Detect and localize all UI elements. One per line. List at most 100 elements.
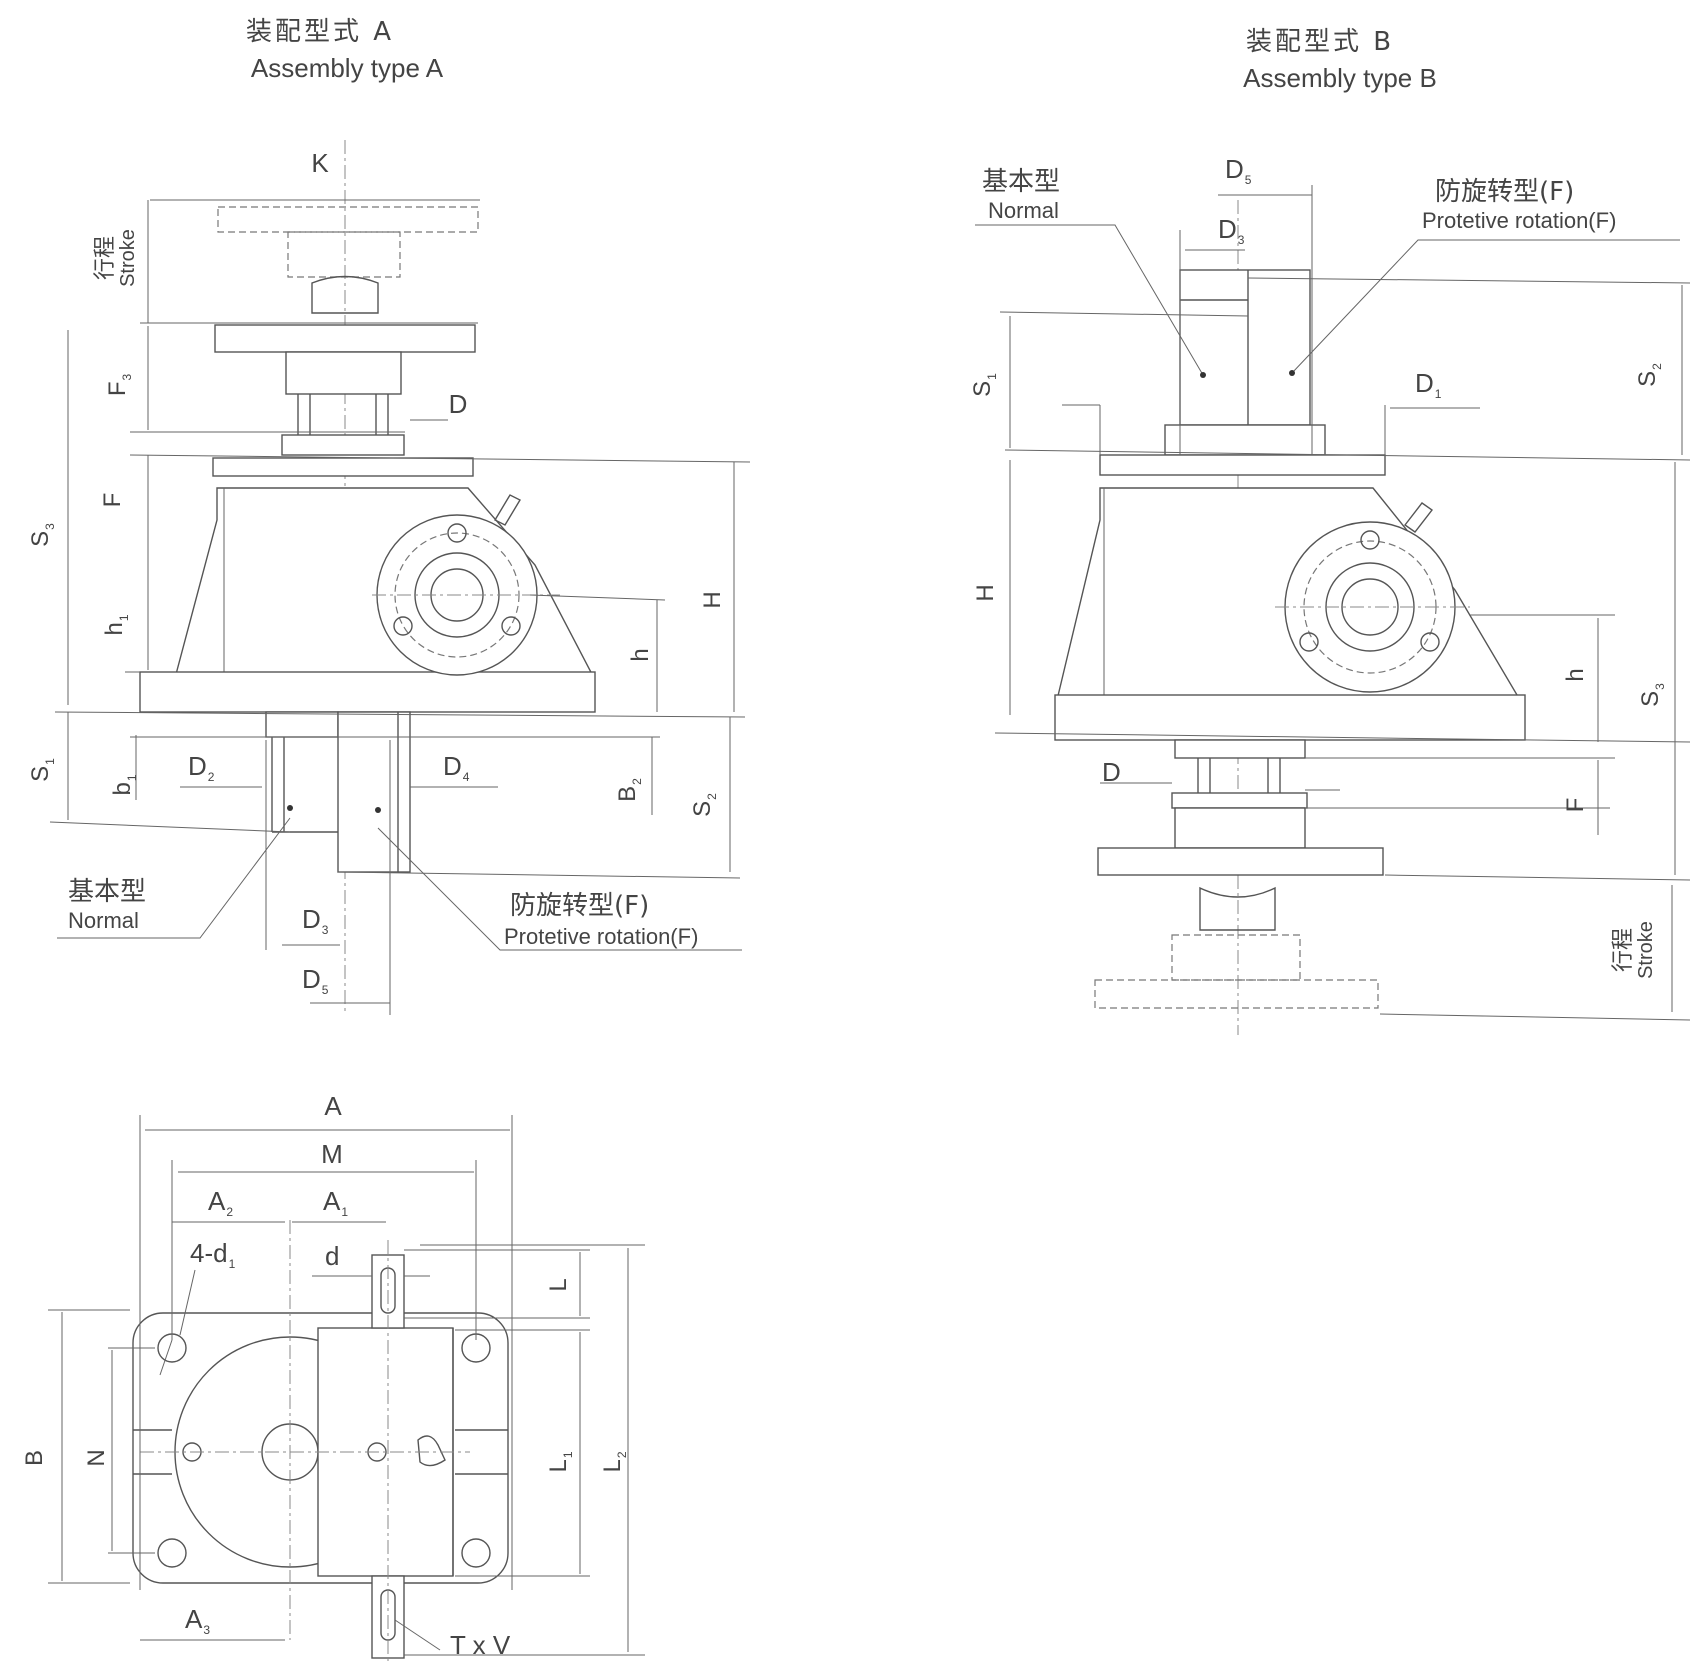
b-bolt-hole [1420,632,1440,652]
svg-text:B2: B2 [614,778,644,802]
label-b1: b1 [109,774,139,795]
b-normal-en: Normal [988,198,1059,223]
label-F: F [99,493,126,508]
leader-txv [394,1619,441,1651]
leader-protective-a [377,827,742,951]
label-h: h [627,648,654,661]
b-label-S1: S1 [969,373,999,397]
tv-label-A: A [324,1091,342,1121]
assembly-b-title-en: Assembly type B [1243,63,1437,93]
svg-text:h: h [1562,668,1589,681]
dim-ext [999,311,1249,317]
label-h1: h1 [101,614,131,635]
svg-text:Stroke: Stroke [117,229,139,287]
svg-text:F: F [99,493,126,508]
dim-ext [1384,874,1691,881]
tv-label-B: B [21,1450,48,1466]
tv-label-A1: A1 [323,1186,348,1219]
dim-ext [129,454,751,463]
label-F3: F3 [104,374,134,397]
b-saddle [1199,886,1276,931]
tv-label-TxV: T x V [450,1630,511,1660]
b-label-H: H [972,584,999,601]
a-stroke-head-dashed [287,231,401,278]
leader-4d1 [159,1339,173,1376]
a-bolt-circle [394,532,520,658]
svg-text:S2: S2 [1634,363,1664,387]
tv-label-L2: L2 [599,1451,629,1472]
b-top-flange [1099,454,1386,476]
a-saddle-top [311,275,379,314]
tv-label-A2: A2 [208,1186,233,1219]
dim-ext [337,871,741,879]
a-grease-nipple [494,494,521,526]
leader-protective-b [1291,239,1680,374]
tv-label-M: M [321,1139,343,1169]
tv-mount-hole [461,1538,491,1568]
b-normal-cn: 基本型 [982,167,1060,197]
assembly-a: 装配型式 A Assembly type A [27,17,751,1015]
svg-text:B: B [21,1450,48,1466]
b-stroke-label: 行程 Stroke [1611,921,1657,979]
svg-text:H: H [972,584,999,601]
assembly-a-title-cn: 装配型式 A [246,17,394,47]
svg-text:S2: S2 [689,793,719,817]
svg-text:Stroke: Stroke [1635,921,1657,979]
b-stroke-head-dashed [1171,934,1301,981]
dim-ext [529,594,666,601]
label-D: D [449,389,468,419]
label-D5: D5 [302,964,329,997]
b-stroke-plate-dashed [1094,979,1379,1009]
tv-label-A3: A3 [185,1604,210,1637]
dim-ext [994,732,1691,743]
b-screw-flange [1174,739,1306,759]
a-screw-head [285,351,402,395]
tv-grease-nipple [417,1435,446,1467]
b-label-D5: D5 [1225,154,1252,187]
b-label-D: D [1102,757,1121,787]
b-grease-nipple [1403,502,1434,533]
label-D3: D3 [302,904,329,937]
b-protective-cn: 防旋转型(F) [1435,177,1574,207]
b-screw-collar [1171,792,1308,809]
assembly-b: 装配型式 B Assembly type B [969,27,1691,1035]
b-protective-en: Protetive rotation(F) [1422,208,1616,233]
leader-normal-a [57,817,291,939]
dim-ext [1379,1013,1691,1021]
svg-text:b1: b1 [109,774,139,795]
a-bolt-hole [447,523,467,543]
svg-text:S3: S3 [27,523,57,547]
svg-text:行程: 行程 [93,236,118,280]
svg-text:S1: S1 [969,373,999,397]
svg-text:S3: S3 [1637,683,1667,707]
b-label-F: F [1562,798,1589,813]
svg-text:行程: 行程 [1611,928,1636,972]
label-S1: S1 [27,758,57,782]
a-base-plate [139,671,596,713]
svg-text:L1: L1 [545,1451,575,1472]
label-B2: B2 [614,778,644,802]
a-nut [281,434,405,456]
tv-mount-hole [157,1538,187,1568]
a-stroke-plate-dashed [217,206,479,233]
svg-text:F3: F3 [104,374,134,397]
a-protective-en: Protetive rotation(F) [504,924,698,949]
dim-ext [1004,449,1691,461]
a-bottom-boss [265,711,339,738]
tv-label-L: L [545,1278,572,1291]
svg-text:N: N [83,1449,110,1466]
label-K: K [311,148,329,178]
a-bolt-hole [393,616,413,636]
b-label-S2: S2 [1634,363,1664,387]
a-stroke-label: 行程 Stroke [93,229,139,287]
b-nut [1164,424,1326,456]
b-worm-shaft [1341,578,1399,636]
svg-text:F: F [1562,798,1589,813]
svg-text:H: H [699,591,726,608]
a-protective-tube [337,711,411,873]
b-base-plate [1054,694,1526,741]
b-bolt-hole [1360,530,1380,550]
a-protective-cn: 防旋转型(F) [510,891,649,921]
